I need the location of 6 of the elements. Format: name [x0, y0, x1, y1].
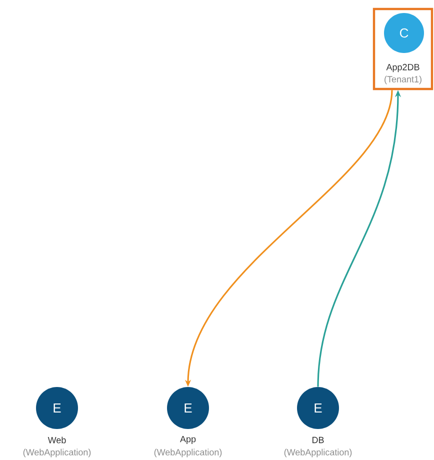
- endpoint-label: App: [180, 436, 196, 444]
- endpoint-label: Web: [48, 436, 66, 444]
- endpoint-label: (WebApplication): [284, 448, 352, 458]
- endpoint-label: (WebApplication): [154, 448, 222, 458]
- endpoint-label: DB: [312, 436, 324, 444]
- endpoint-label: (WebApplication): [23, 448, 91, 458]
